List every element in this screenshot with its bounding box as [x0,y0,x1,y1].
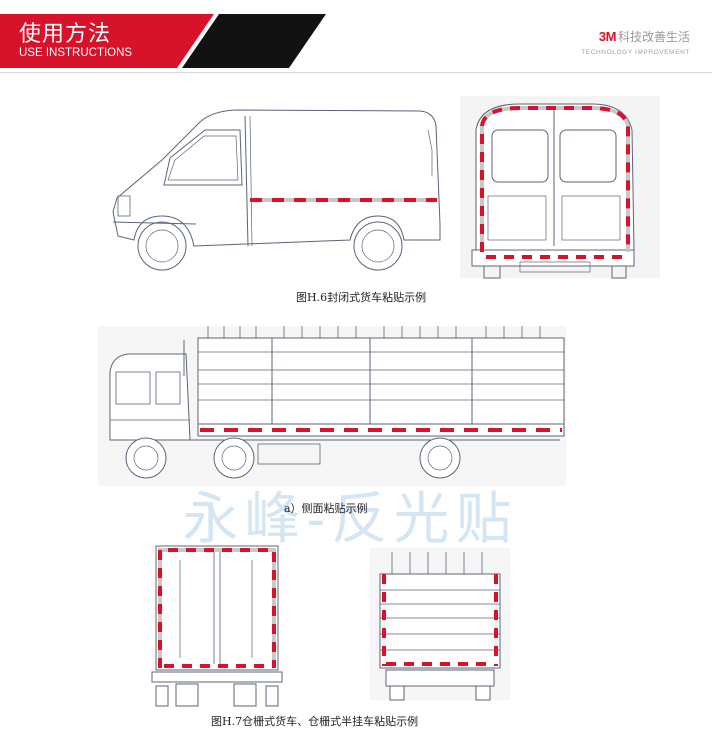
section-title: 使用方法 [19,22,112,47]
side-view-caption: a）侧面粘贴示例 [284,502,368,515]
stake-trailer-rear-illustration [370,548,510,701]
figure-caption-h6: 图H.6封闭式货车粘贴示例 [296,291,427,304]
watermark-text: 永峰-反光贴 [182,487,518,552]
figure-caption-h7: 图H.7仓栅式货车、仓栅式半挂车粘贴示例 [211,715,419,728]
brand-slogan: 科技改善生活 [617,30,690,44]
box-truck-rear-illustration [151,545,283,707]
truck-side-illustration [98,326,566,486]
brand-tagline: TECHNOLOGY IMPROVEMENT [581,49,690,56]
header-banner [0,14,326,68]
section-subtitle: USE INSTRUCTIONS [19,47,133,59]
header-divider [0,72,712,73]
van-rear-illustration [471,103,635,279]
brand-logo: 3M [598,29,617,44]
